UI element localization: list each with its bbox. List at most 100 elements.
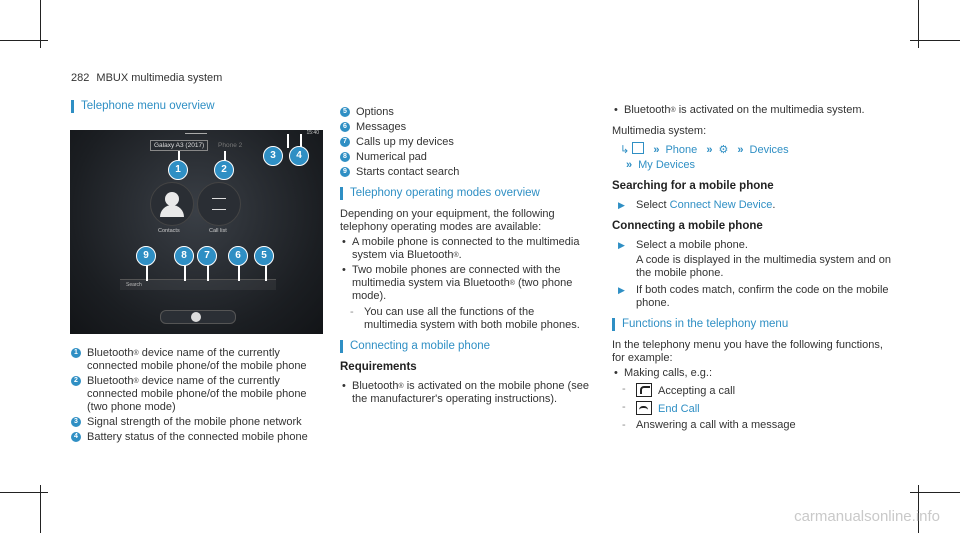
dash-accept-call: Accepting a call bbox=[612, 383, 892, 398]
watermark: carmanualsonline.info bbox=[794, 508, 940, 525]
page-header: 282 MBUX multimedia system bbox=[71, 72, 222, 84]
legend-number: 6 bbox=[340, 122, 350, 132]
dash-text: Accepting a call bbox=[658, 385, 736, 397]
legend-text: Options bbox=[356, 106, 394, 118]
bullet-text: is activated on the mobile phone (see th… bbox=[352, 380, 589, 405]
legend-text: device name of the currently connected m… bbox=[87, 347, 307, 372]
legend-item: 7 Calls up my devices bbox=[340, 136, 590, 149]
end-call-link: End Call bbox=[658, 403, 700, 415]
section-title-operating-modes: Telephony operating modes overview bbox=[340, 187, 590, 200]
bullet-text: A mobile phone is connected to the multi… bbox=[352, 236, 580, 261]
call-list-tile[interactable] bbox=[197, 182, 241, 226]
searching-title: Searching for a mobile phone bbox=[612, 180, 774, 192]
legend-text: Messages bbox=[356, 121, 407, 133]
section-name: MBUX multimedia system bbox=[96, 72, 223, 84]
legend-item: 4 Battery status of the connected mobile … bbox=[71, 431, 323, 444]
contact-avatar-icon bbox=[165, 192, 179, 206]
multimedia-system-label: Multimedia system: bbox=[612, 125, 707, 137]
chevron-right-icon: » bbox=[653, 144, 660, 156]
dash-answer-message: Answering a call with a message bbox=[612, 419, 892, 432]
legend-number: 4 bbox=[71, 432, 81, 442]
section-title-functions: Functions in the telephony menu bbox=[612, 318, 892, 331]
step-text: Select bbox=[636, 199, 670, 211]
dash-end-call: End Call bbox=[612, 401, 892, 416]
legend-item: 6 Messages bbox=[340, 121, 590, 134]
callout-8: 8 bbox=[174, 246, 194, 266]
registered-mark: ® bbox=[398, 383, 404, 390]
path-my-devices: My Devices bbox=[638, 159, 695, 171]
callout-7: 7 bbox=[197, 246, 217, 266]
chevron-right-icon: » bbox=[626, 159, 633, 171]
callout-5: 5 bbox=[254, 246, 274, 266]
callout-leader bbox=[287, 134, 289, 148]
step-select: Select Connect New Device. bbox=[612, 199, 892, 212]
legend-text: Signal strength of the mobile phone netw… bbox=[87, 416, 302, 428]
callout-4: 4 bbox=[289, 146, 309, 166]
section-title-connecting: Connecting a mobile phone bbox=[340, 340, 590, 353]
legend-number: 2 bbox=[71, 376, 81, 386]
callout-2: 2 bbox=[214, 160, 234, 180]
legend-text: device name of the currently connected m… bbox=[87, 375, 307, 413]
chevron-right-icon: » bbox=[706, 144, 713, 156]
search-bar[interactable]: Search bbox=[120, 279, 276, 290]
registered-mark: ® bbox=[133, 378, 139, 385]
bullet-text: . bbox=[458, 249, 462, 261]
chevron-right-icon: » bbox=[737, 144, 744, 156]
contacts-tile[interactable] bbox=[150, 182, 194, 226]
bottom-dock bbox=[160, 310, 236, 324]
callout-3: 3 bbox=[263, 146, 283, 166]
call-list-icon bbox=[212, 198, 226, 210]
callout-leader bbox=[300, 134, 302, 148]
home-icon bbox=[632, 142, 645, 154]
bullet-text: Bluetooth bbox=[352, 380, 399, 392]
telephone-menu-screenshot: 15:40 Galaxy A3 (2017) Phone 2 Contacts … bbox=[70, 130, 323, 334]
crop-mark bbox=[918, 485, 919, 533]
accept-call-icon bbox=[636, 383, 652, 397]
callout-9: 9 bbox=[136, 246, 156, 266]
callout-leader bbox=[146, 265, 148, 281]
connecting-title: Connecting a mobile phone bbox=[612, 220, 763, 232]
status-indicator-bar bbox=[185, 133, 207, 134]
crop-mark bbox=[0, 40, 48, 41]
registered-mark: ® bbox=[509, 280, 515, 287]
legend-item: 3 Signal strength of the mobile phone net… bbox=[71, 416, 323, 429]
crop-mark bbox=[0, 492, 48, 493]
bullet-one-phone: A mobile phone is connected to the multi… bbox=[340, 236, 590, 262]
registered-mark: ® bbox=[453, 252, 459, 259]
crop-mark bbox=[40, 485, 41, 533]
legend-text: Calls up my devices bbox=[356, 136, 454, 148]
bullet-requirement: Bluetooth® is activated on the mobile ph… bbox=[340, 380, 590, 406]
legend-number: 8 bbox=[340, 152, 350, 162]
legend-number: 7 bbox=[340, 137, 350, 147]
contact-avatar-body bbox=[160, 205, 184, 217]
bullet-text: is activated on the multimedia system. bbox=[675, 104, 865, 116]
tab-phone-2[interactable]: Phone 2 bbox=[218, 142, 243, 149]
phone-tabs: Galaxy A3 (2017) Phone 2 bbox=[150, 140, 250, 151]
callout-1: 1 bbox=[168, 160, 188, 180]
callout-leader bbox=[207, 265, 209, 281]
legend-number: 9 bbox=[340, 167, 350, 177]
registered-mark: ® bbox=[133, 350, 139, 357]
page-number: 282 bbox=[71, 72, 90, 84]
contacts-label: Contacts bbox=[158, 228, 180, 234]
tab-phone-1[interactable]: Galaxy A3 (2017) bbox=[150, 140, 209, 151]
bullet-bt-multimedia: Bluetooth® is activated on the multimedi… bbox=[612, 104, 892, 117]
legend-text: Numerical pad bbox=[356, 151, 427, 163]
home-icon[interactable] bbox=[191, 312, 201, 322]
bullet-two-phones: Two mobile phones are connected with the… bbox=[340, 264, 590, 303]
legend-item: 8 Numerical pad bbox=[340, 151, 590, 164]
step-select-phone: Select a mobile phone.A code is displaye… bbox=[612, 239, 892, 280]
legend-text: Battery status of the connected mobile p… bbox=[87, 431, 308, 443]
menu-path: ↳ »Phone »⚙ »Devices bbox=[620, 142, 892, 157]
legend-text: Starts contact search bbox=[356, 166, 460, 178]
end-call-icon bbox=[636, 401, 652, 415]
legend-number: 3 bbox=[71, 417, 81, 427]
step-text: Select a mobile phone. bbox=[636, 239, 748, 251]
